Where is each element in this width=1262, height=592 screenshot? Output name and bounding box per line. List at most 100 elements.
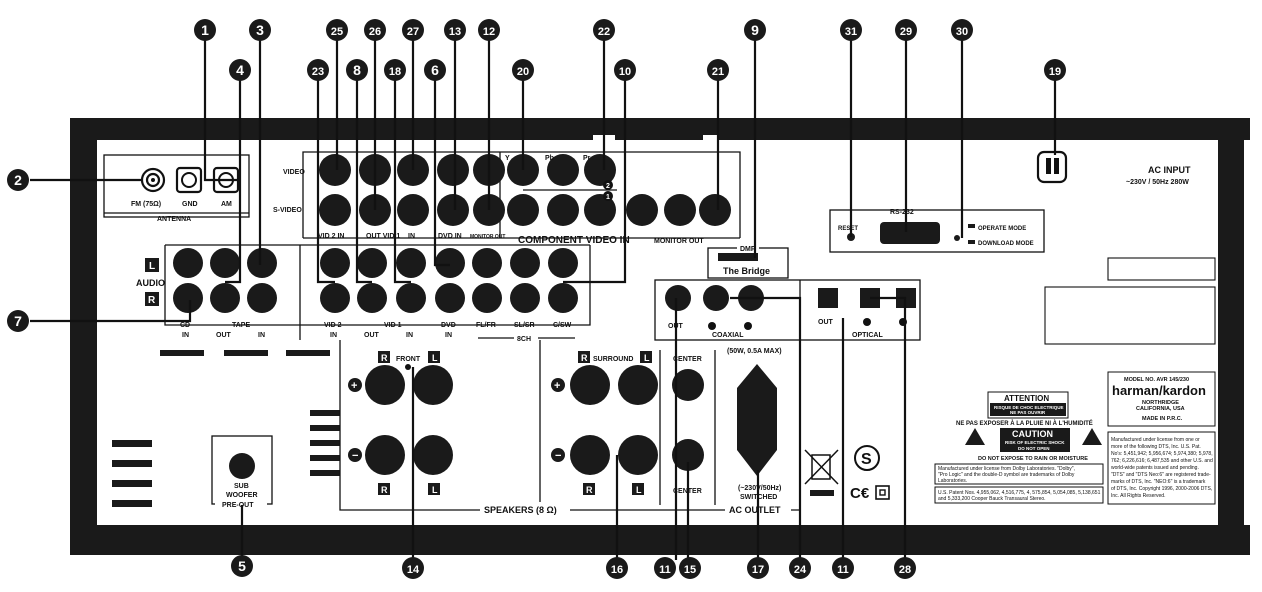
made-in: MADE IN P.R.C.: [1142, 416, 1183, 422]
optical-jacks[interactable]: [818, 288, 916, 308]
svg-text:+: +: [351, 380, 357, 392]
callout-20: 20: [517, 66, 529, 78]
front-right-marker: R: [381, 353, 388, 363]
callout-30: 30: [956, 26, 968, 38]
video-section: VIDEO S-VIDEO VID 2 IN OUT VID 1 IN DVD …: [273, 151, 741, 246]
compliance-marks: S C€: [804, 445, 890, 502]
svg-text:+: +: [554, 380, 560, 392]
tape-out-label: OUT: [216, 332, 232, 339]
s-video-in-label: IN: [408, 233, 415, 240]
ne-pas-exposer: NE PAS EXPOSER À LA PLUIE NI À L'HUMIDIT…: [956, 419, 1093, 427]
video-row-label: VIDEO: [283, 169, 305, 176]
s-video-out-vid1-label: OUT VID 1: [366, 233, 400, 240]
tape-in-label: IN: [258, 332, 265, 339]
sl-sr-label: SL/SR: [514, 322, 535, 329]
callout-29: 29: [900, 26, 912, 38]
do-not-expose: DO NOT EXPOSE TO RAIN OR MOISTURE: [978, 456, 1088, 462]
brand-california: CALIFORNIA, USA: [1136, 406, 1185, 412]
cd-label: CD: [180, 322, 190, 329]
outlet-spec: (~230V/50Hz): [738, 485, 781, 492]
monitor-out-jacks[interactable]: [626, 194, 731, 226]
outlet-rating: (50W, 0.5A MAX): [727, 348, 782, 355]
front-left-bottom-marker: L: [432, 485, 438, 495]
fl-fr-label: FL/FR: [476, 322, 496, 329]
vent-slots: [112, 350, 340, 507]
brand-name: harman/kardon: [1112, 383, 1206, 398]
audio-label: AUDIO: [136, 278, 165, 288]
front-speaker-terminals[interactable]: [365, 365, 453, 475]
subwoofer-section: SUB WOOFER PRE-OUT: [211, 435, 273, 509]
ac-input-socket[interactable]: [1036, 150, 1068, 184]
callout-22: 22: [598, 26, 610, 38]
dts-line4: 762; 6,226,616; 6,487,535 and other U.S.…: [1111, 458, 1213, 464]
caution-line2: DO NOT OPEN: [1018, 446, 1050, 451]
callout-4: 4: [236, 62, 244, 78]
speakers-label: SPEAKERS (8 Ω): [484, 505, 557, 515]
monitor-out-label: MONITOR OUT: [654, 238, 704, 245]
callout-25: 25: [331, 26, 343, 38]
surround-left-bottom-marker: L: [636, 485, 642, 495]
center-speaker-terminals[interactable]: [672, 369, 704, 471]
coaxial-label: COAXIAL: [712, 332, 744, 339]
s-video-vid2-in-label: VID 2 IN: [318, 233, 344, 240]
am-label: AM: [221, 201, 232, 208]
callout-8: 8: [353, 62, 361, 78]
safety-notices: ATTENTION RISQUE DE CHOC ELECTRIQUE NE P…: [934, 391, 1104, 504]
component-input-1-marker: 1: [606, 194, 610, 201]
c-sw-label: C/SW: [553, 322, 572, 329]
leader-lines: [30, 38, 1057, 560]
optical-label: OPTICAL: [852, 332, 883, 339]
svg-text:−: −: [555, 450, 561, 462]
callout-2: 2: [14, 172, 22, 188]
callout-14: 14: [407, 564, 420, 576]
ce-mark-icon: C€: [850, 485, 870, 502]
callout-11-optical: 11: [837, 564, 849, 576]
callout-numbers: 1 3 4 2 7 5 25 26 27 13 12 23 8 18 6 20 …: [14, 22, 1061, 576]
dts-line6: "DTS" and "DTS Neo:6" are registered tra…: [1111, 472, 1211, 478]
8ch-label: 8CH: [517, 336, 531, 343]
subwoofer-jack[interactable]: [229, 453, 255, 479]
dts-line5: world-wide patents issued and pending.: [1111, 465, 1199, 471]
gnd-label: GND: [182, 201, 198, 208]
svg-text:−: −: [352, 450, 358, 462]
attention-fr-line2: NE PAS OUVRIR: [1010, 410, 1046, 415]
s-video-row-label: S-VIDEO: [273, 207, 302, 214]
s-video-jacks[interactable]: [319, 194, 505, 226]
callout-16: 16: [611, 564, 623, 576]
sub-label: SUB: [234, 483, 249, 490]
callout-9: 9: [751, 22, 759, 38]
tape-label: TAPE: [232, 322, 250, 329]
vid2-audio-label: VID 2: [324, 322, 342, 329]
blank-label-2: [1044, 286, 1216, 345]
callout-18: 18: [389, 66, 401, 78]
callout-31: 31: [845, 26, 857, 38]
patent-line1: U.S. Patent Nos. 4,955,062, 4,516,775, 4…: [938, 490, 1101, 496]
component-input-2-marker: 2: [606, 183, 610, 190]
ac-outlet-socket[interactable]: [737, 364, 777, 476]
front-left-marker: L: [432, 353, 438, 363]
rs232-label: RS-232: [890, 209, 914, 216]
surround-left-marker: L: [644, 353, 650, 363]
callout-24: 24: [794, 564, 807, 576]
video-jacks[interactable]: [319, 154, 505, 186]
surround-speaker-terminals[interactable]: [570, 365, 658, 475]
caution-line1: RISK OF ELECTRIC SHOCK: [1005, 440, 1065, 445]
coaxial-jacks[interactable]: [665, 285, 764, 311]
callout-12: 12: [483, 26, 495, 38]
dvd-audio-label: DVD: [441, 322, 456, 329]
callout-21: 21: [712, 66, 724, 78]
callout-11-coax: 11: [659, 564, 671, 576]
s-mark-icon: S: [854, 445, 880, 471]
mode-switch[interactable]: [954, 235, 960, 241]
dmp-section: DMP The Bridge: [707, 244, 789, 279]
rs232-port[interactable]: [880, 222, 940, 244]
center-label: CENTER: [673, 356, 702, 363]
the-bridge-label: The Bridge: [723, 266, 770, 276]
callout-13: 13: [449, 26, 461, 38]
dts-line1: Manufactured under license from one or: [1111, 437, 1200, 443]
dts-line7: marks of DTS, Inc. "NEO:6" is a trademar…: [1111, 479, 1206, 485]
audio-jacks[interactable]: [173, 248, 578, 313]
reset-label: RESET: [838, 226, 858, 232]
pre-out-label: PRE-OUT: [222, 502, 254, 509]
